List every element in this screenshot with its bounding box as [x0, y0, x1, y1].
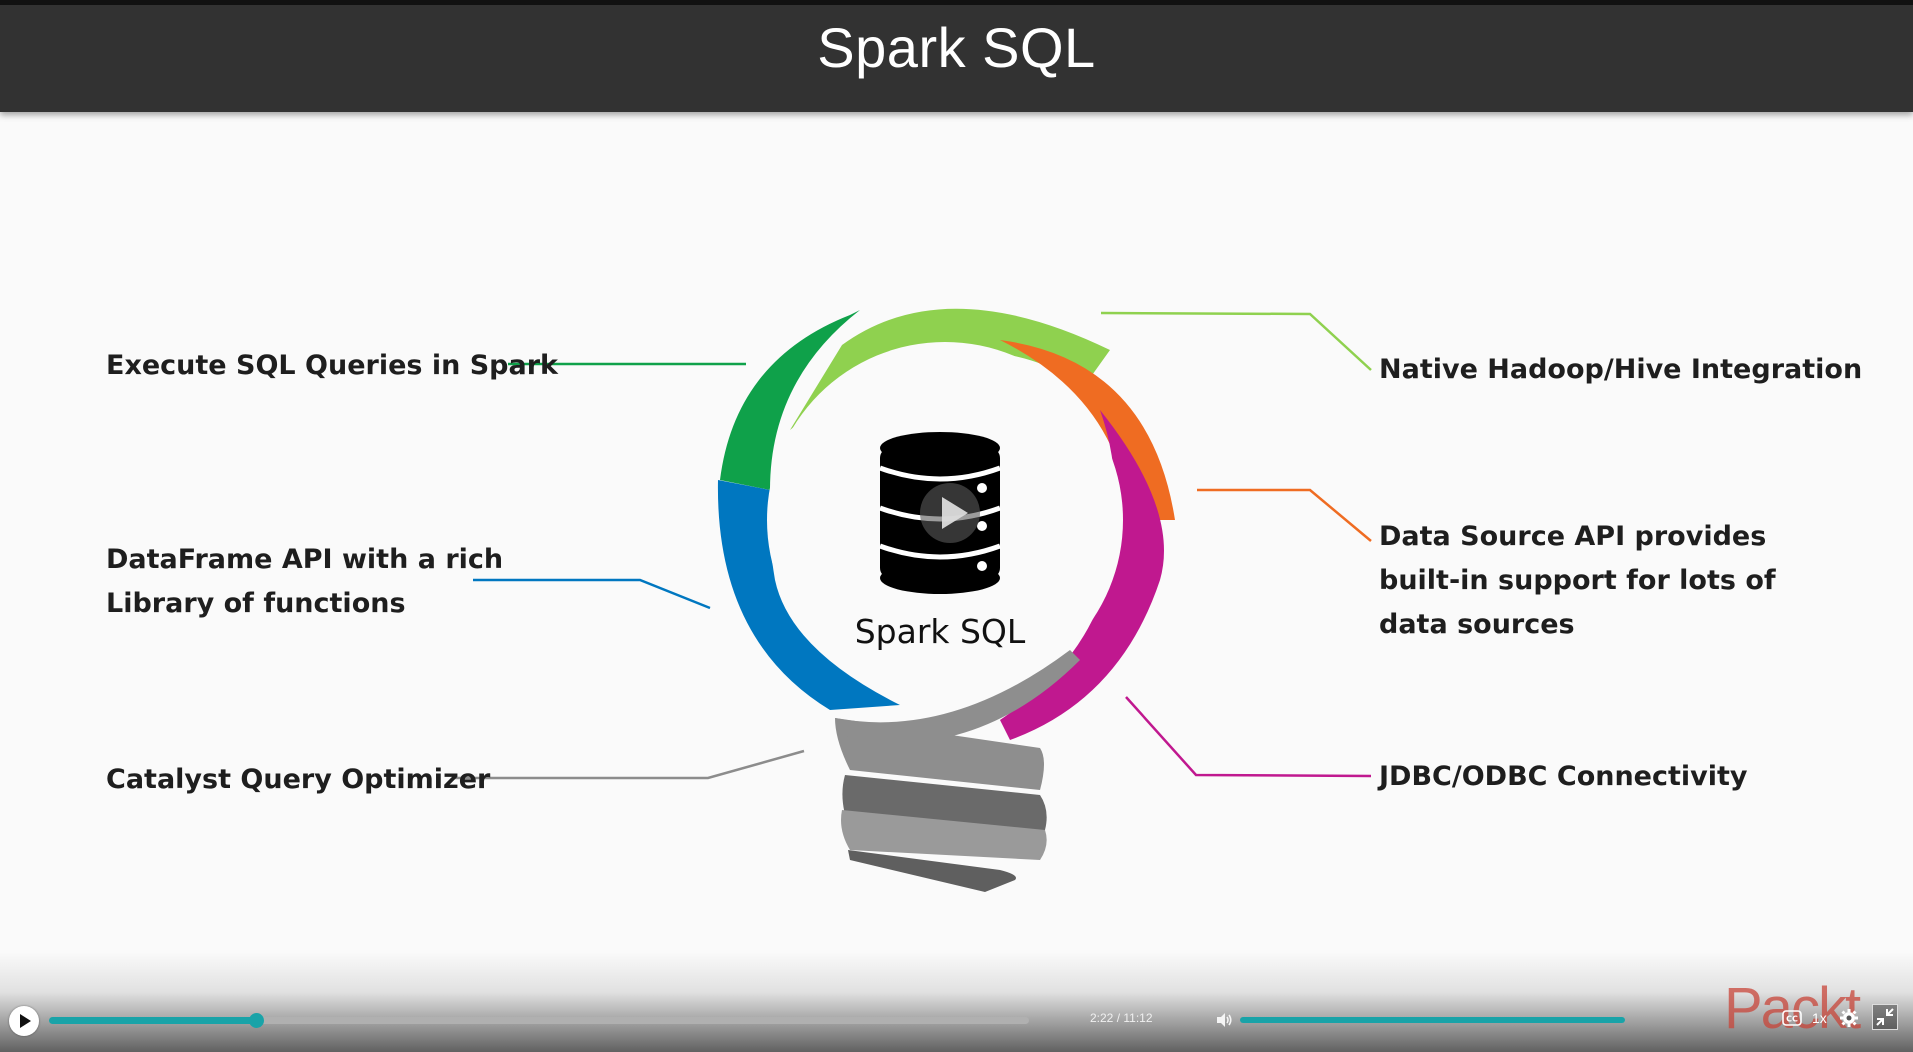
feature-execute-sql: Execute SQL Queries in Spark [106, 344, 558, 388]
gear-icon[interactable] [1839, 1008, 1859, 1028]
volume-slider[interactable] [1240, 1017, 1625, 1023]
ring-segment-blue [717, 480, 900, 710]
feature-line: DataFrame API with a rich [106, 544, 504, 575]
feature-line: Native Hadoop/Hive Integration [1379, 354, 1863, 385]
volume-fill [1240, 1017, 1625, 1023]
ring-segment-green [720, 310, 860, 490]
cc-icon[interactable]: CC [1782, 1010, 1802, 1026]
feature-catalyst: Catalyst Query Optimizer [106, 758, 490, 802]
leader-line-hadoop [1100, 311, 1372, 371]
feature-line: Data Source API provides [1379, 521, 1767, 552]
ring-segment-green-light [790, 308, 1110, 430]
leader-line-data-source [1197, 488, 1372, 542]
center-caption: Spark SQL [854, 612, 1026, 651]
leader-line-dataframe [473, 578, 711, 610]
volume-icon[interactable] [1215, 1011, 1233, 1029]
slide-title-bar: Spark SQL [0, 0, 1913, 112]
svg-text:CC: CC [1786, 1015, 1798, 1024]
feature-dataframe-api: DataFrame API with a rich Library of fun… [106, 538, 503, 626]
fullscreen-button[interactable] [1872, 1004, 1898, 1030]
feature-line: Library of functions [106, 588, 406, 619]
player-controls [0, 952, 1913, 1052]
progress-bar[interactable] [49, 1013, 1029, 1028]
play-button[interactable] [9, 1006, 39, 1036]
brand-logo: Packt [1724, 976, 1861, 1041]
ring-segment-magenta [1000, 410, 1164, 740]
progress-thumb[interactable] [249, 1013, 265, 1028]
leader-line-catalyst [454, 749, 805, 780]
lightbulb-graphic [717, 308, 1175, 892]
fullscreen-exit-icon [1876, 1008, 1894, 1026]
feature-line: Catalyst Query Optimizer [106, 764, 491, 795]
playback-speed-button[interactable]: 1x [1812, 1010, 1827, 1026]
feature-data-source-api: Data Source API provides built-in suppor… [1379, 515, 1776, 647]
feature-line: JDBC/ODBC Connectivity [1379, 761, 1748, 792]
feature-line: Execute SQL Queries in Spark [106, 350, 558, 381]
play-icon [20, 1014, 31, 1028]
feature-line: data sources [1379, 609, 1575, 640]
bulb-base-tip [848, 850, 1016, 892]
feature-jdbc-odbc: JDBC/ODBC Connectivity [1379, 755, 1748, 799]
feature-hadoop-hive: Native Hadoop/Hive Integration [1379, 348, 1862, 392]
slide-title: Spark SQL [817, 16, 1096, 79]
ring-segment-gray [835, 650, 1080, 744]
play-icon [942, 497, 968, 529]
big-play-button[interactable] [920, 483, 980, 543]
time-display: 2:22 / 11:12 [1090, 1011, 1153, 1025]
leader-line-jdbc [1125, 696, 1372, 778]
bulb-base-spiral-3 [841, 810, 1047, 860]
feature-line: built-in support for lots of [1379, 565, 1776, 596]
progress-fill [49, 1017, 257, 1024]
